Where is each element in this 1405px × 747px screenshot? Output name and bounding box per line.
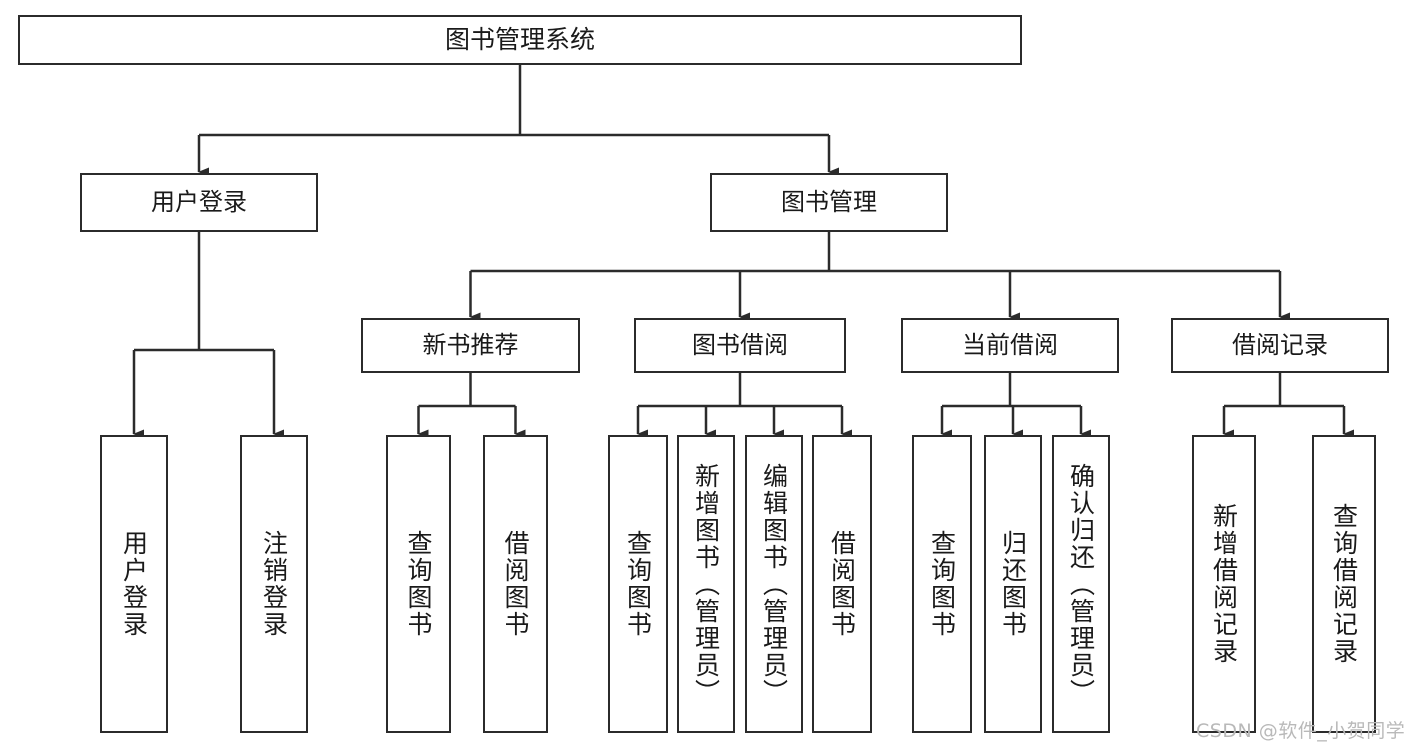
node-label: 查询借阅记录 xyxy=(1329,503,1359,665)
node-leaf-bo-borrow[interactable]: 借阅图书 xyxy=(812,435,872,733)
node-label: 用户登录 xyxy=(151,188,247,217)
node-leaf-rc-add[interactable]: 新增借阅记录 xyxy=(1192,435,1256,733)
node-label: 用户登录 xyxy=(119,530,149,638)
node-label: 新书推荐 xyxy=(422,331,519,360)
node-leaf-bo-add[interactable]: 新增图书（管理员） xyxy=(677,435,735,733)
node-leaf-nb-query[interactable]: 查询图书 xyxy=(386,435,451,733)
node-label: 新增借阅记录 xyxy=(1209,503,1239,665)
node-label: 图书管理 xyxy=(781,188,877,217)
node-leaf-nb-borrow[interactable]: 借阅图书 xyxy=(483,435,548,733)
node-borrow[interactable]: 图书借阅 xyxy=(634,318,846,373)
node-label: 确认归还（管理员） xyxy=(1066,462,1096,706)
node-label: 当前借阅 xyxy=(962,331,1058,360)
node-records[interactable]: 借阅记录 xyxy=(1171,318,1389,373)
node-leaf-rc-query[interactable]: 查询借阅记录 xyxy=(1312,435,1376,733)
node-label: 借阅记录 xyxy=(1232,331,1328,360)
node-label: 借阅图书 xyxy=(827,530,857,638)
node-newbook[interactable]: 新书推荐 xyxy=(361,318,580,373)
watermark-label: CSDN @软件_小贺同学 xyxy=(1196,720,1405,742)
node-user[interactable]: 用户登录 xyxy=(80,173,318,232)
node-bookmgmt[interactable]: 图书管理 xyxy=(710,173,948,232)
node-label: 查询图书 xyxy=(404,530,433,638)
node-leaf-cu-query[interactable]: 查询图书 xyxy=(912,435,972,733)
node-label: 借阅图书 xyxy=(501,530,530,638)
node-label: 查询图书 xyxy=(927,530,957,638)
edge-group xyxy=(132,65,1354,439)
node-root[interactable]: 图书管理系统 xyxy=(18,15,1022,65)
node-leaf-user-logout[interactable]: 注销登录 xyxy=(240,435,308,733)
node-leaf-cu-return[interactable]: 归还图书 xyxy=(984,435,1042,733)
node-leaf-cu-confirm[interactable]: 确认归还（管理员） xyxy=(1052,435,1110,733)
node-leaf-bo-edit[interactable]: 编辑图书（管理员） xyxy=(745,435,803,733)
node-current[interactable]: 当前借阅 xyxy=(901,318,1119,373)
node-label: 归还图书 xyxy=(998,530,1028,638)
node-label: 图书借阅 xyxy=(692,331,788,360)
node-label: 新增图书（管理员） xyxy=(691,462,721,706)
node-label: 图书管理系统 xyxy=(444,25,595,55)
node-leaf-bo-query[interactable]: 查询图书 xyxy=(608,435,668,733)
node-label: 注销登录 xyxy=(259,530,289,638)
node-label: 编辑图书（管理员） xyxy=(759,462,789,706)
node-label: 查询图书 xyxy=(623,530,653,638)
node-leaf-user-login[interactable]: 用户登录 xyxy=(100,435,168,733)
